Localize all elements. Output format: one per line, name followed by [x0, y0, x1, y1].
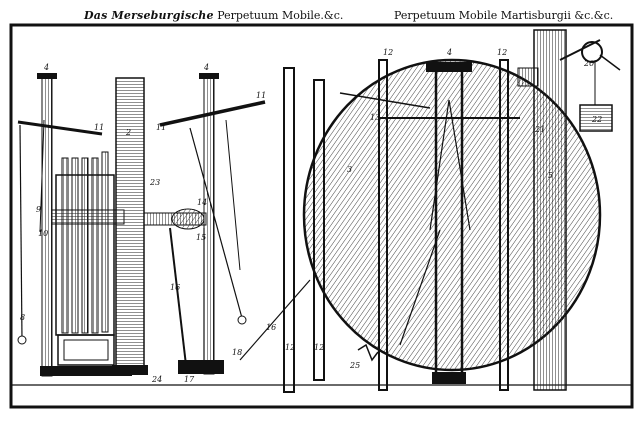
left-pendulum-rod — [19, 124, 23, 341]
left-pendulum-bob — [17, 335, 27, 345]
label-23: 23 — [149, 178, 160, 187]
cabinet-base — [57, 334, 115, 366]
left-post-cap — [37, 73, 57, 79]
cabinet-panel — [63, 339, 109, 361]
crossbar — [51, 209, 125, 225]
label-21: 21 — [534, 125, 545, 134]
tower-bracket — [517, 67, 539, 87]
organ-pipes — [61, 151, 109, 334]
label-4-left: 4 — [43, 63, 49, 72]
header-left-roman: Perpetuum Mobile.&c. — [217, 9, 344, 22]
right-tower — [533, 29, 567, 391]
middle-post-cap — [199, 73, 219, 79]
label-16-a: 16 — [170, 283, 180, 292]
pillar-strut-1 — [429, 99, 450, 231]
twin-post-left — [283, 67, 295, 393]
wheel-post-right — [499, 59, 509, 391]
middle-rope — [225, 119, 241, 271]
label-24: 24 — [151, 375, 162, 384]
label-12-a: 12 — [383, 48, 393, 57]
top-rod — [339, 92, 431, 109]
diagonal-rope — [239, 279, 311, 361]
rope-drum — [171, 208, 205, 230]
label-17: 17 — [184, 375, 195, 384]
label-18: 18 — [232, 348, 242, 357]
plate-border — [9, 23, 634, 409]
middle-pendulum-rod — [189, 127, 243, 319]
left-rope — [39, 119, 45, 233]
label-4-center: 4 — [446, 48, 452, 57]
cabinet-plinth — [40, 366, 132, 376]
header-left-blackletter: Das Merseburgische — [84, 9, 214, 22]
label-14: 14 — [197, 198, 207, 207]
header-left-caption: Das Merseburgische Perpetuum Mobile.&c. — [84, 9, 343, 22]
label-11-b: 11 — [156, 123, 166, 132]
pillar-strut-2 — [448, 99, 471, 231]
central-pillar-cap — [426, 62, 472, 72]
label-12-b: 12 — [497, 48, 507, 57]
label-25: 25 — [349, 361, 360, 370]
label-16-b: 16 — [266, 323, 276, 332]
tall-column — [115, 77, 145, 375]
label-13: 13 — [370, 113, 380, 122]
label-12-d: 12 — [314, 343, 324, 352]
inner-rod — [399, 229, 441, 346]
label-2: 2 — [125, 128, 131, 137]
label-22: 22 — [591, 115, 602, 124]
pulley-arm-2 — [599, 54, 621, 71]
pulley-arm — [559, 39, 601, 61]
label-20: 20 — [583, 59, 594, 68]
label-11-c: 11 — [256, 91, 266, 100]
label-3: 3 — [347, 165, 352, 174]
header-right-caption: Perpetuum Mobile Martisburgii &c.&c. — [394, 9, 614, 22]
label-9: 9 — [36, 205, 41, 214]
label-11-a: 11 — [94, 123, 104, 132]
middle-post-foot — [178, 360, 224, 374]
label-8: 8 — [20, 313, 25, 322]
column-foot — [112, 365, 148, 375]
hanging-weight — [579, 104, 613, 132]
label-12-c: 12 — [285, 343, 295, 352]
figure-numerals: 4 2 4 12 4 12 11 11 11 23 14 15 16 17 18… — [20, 48, 602, 384]
left-lever-arm — [17, 120, 103, 136]
wheel-post-left — [378, 59, 388, 391]
bottom-hook — [357, 343, 379, 362]
central-pillar-base — [432, 372, 466, 384]
middle-lever-arm — [159, 100, 266, 127]
label-4-middle: 4 — [203, 63, 209, 72]
middle-pendulum-bob — [237, 315, 247, 325]
middle-post — [203, 77, 215, 375]
label-15: 15 — [196, 233, 206, 242]
label-10: 10 — [38, 229, 48, 238]
label-5: 5 — [548, 171, 553, 180]
twin-post-right — [313, 79, 325, 381]
drive-rope — [169, 227, 187, 366]
